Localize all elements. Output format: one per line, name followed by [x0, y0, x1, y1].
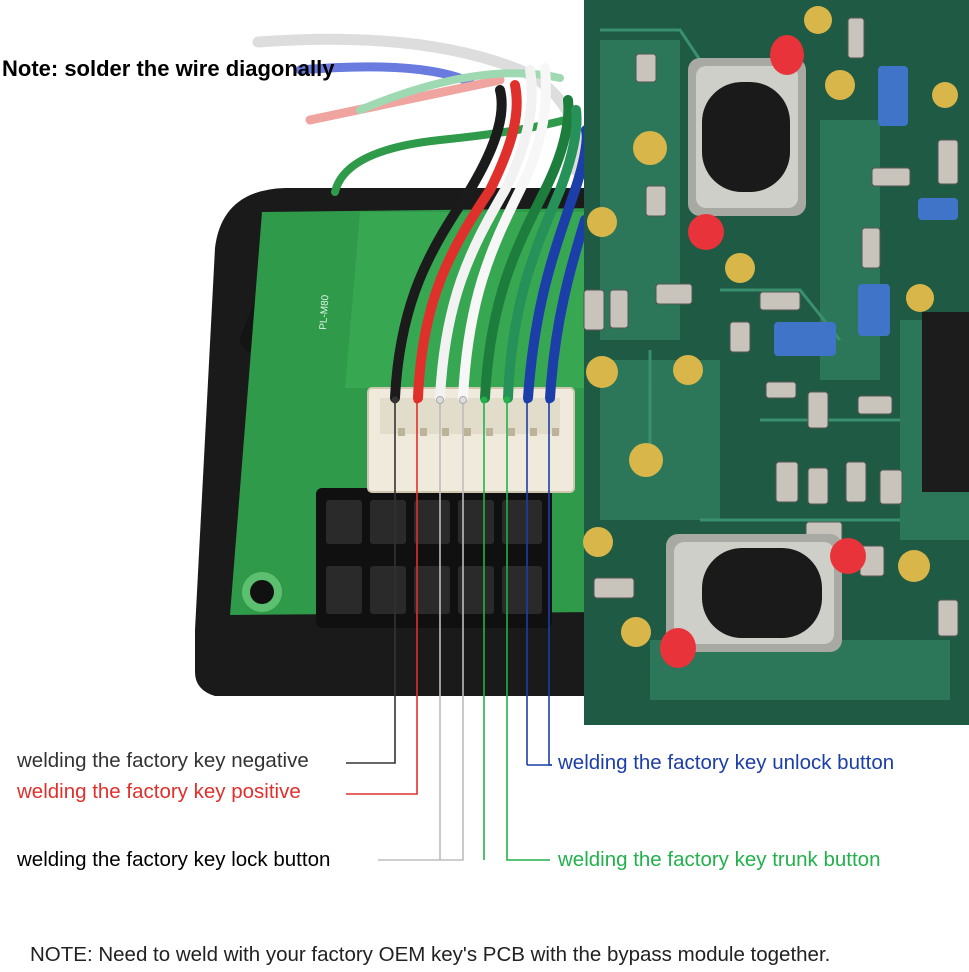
wire-bundle	[252, 33, 592, 403]
label-trunk-button: welding the factory key trunk button	[558, 848, 881, 871]
ic-chip	[922, 312, 969, 492]
leader-lines	[346, 400, 552, 861]
connector-pin-dots	[391, 396, 553, 404]
label-positive: welding the factory key positive	[17, 780, 301, 803]
bypass-module: PL-M80	[195, 188, 600, 696]
key-button-bottom	[666, 534, 842, 652]
pcb-silkscreen: PL-M80	[318, 294, 331, 330]
note-bottom: NOTE: Need to weld with your factory OEM…	[30, 943, 831, 966]
label-lock-button: welding the factory key lock button	[17, 848, 331, 871]
key-button-top	[688, 58, 806, 216]
label-unlock-button: welding the factory key unlock button	[558, 751, 895, 774]
note-solder-diagonal: Note: solder the wire diagonally	[2, 56, 335, 81]
solder-points	[660, 35, 866, 668]
factory-key-pcb	[583, 0, 969, 725]
label-negative: welding the factory key negative	[17, 749, 309, 772]
